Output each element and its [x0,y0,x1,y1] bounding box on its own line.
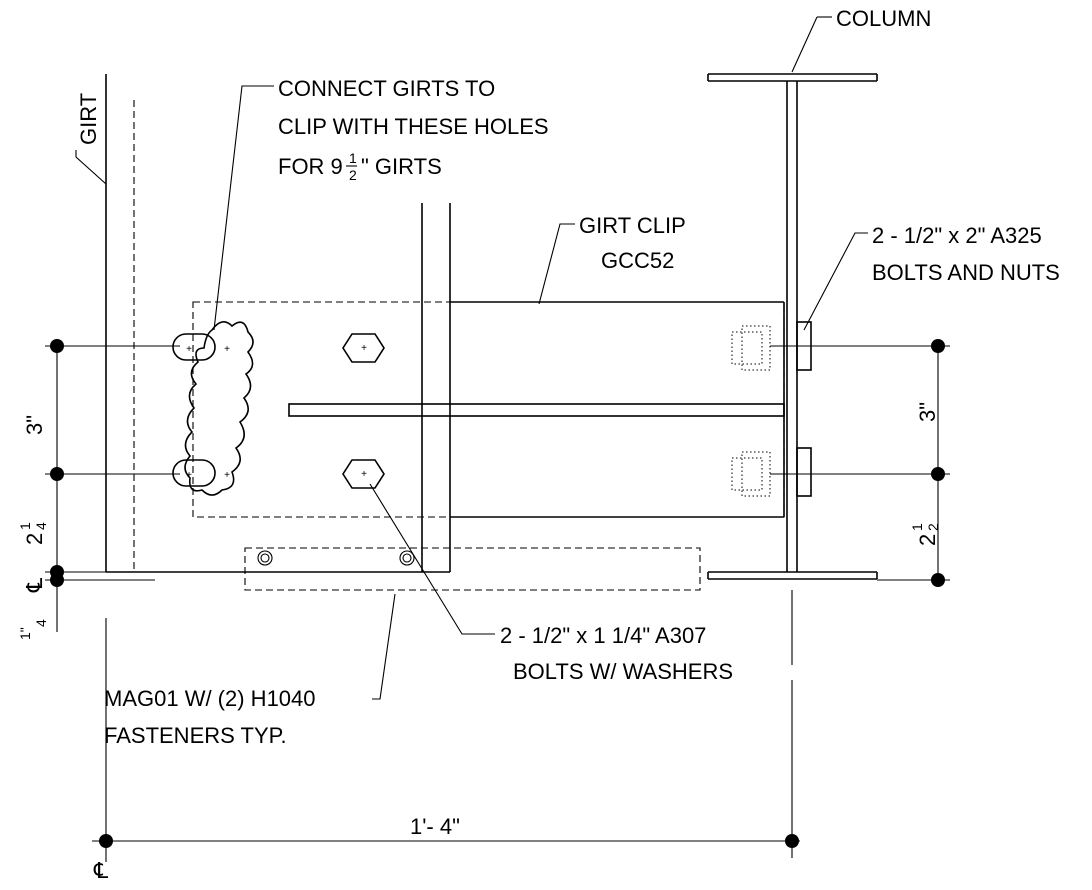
leader-lines [75,16,868,700]
connect-note-line2: CLIP WITH THESE HOLES [278,114,549,139]
mag01-note-line2: FASTENERS TYP. [104,723,287,748]
column-label: COLUMN [836,6,931,31]
svg-text:+: + [224,344,230,355]
girt-frac-den: 2 [349,167,357,183]
left-cl-symbol: ℄ [22,577,47,593]
left-bottom-dim-den: 4 [33,619,49,627]
connect-note-line3-prefix: FOR 9 [278,154,343,179]
left-lower-dim-den: 4 [33,522,49,530]
right-lower-dim-whole: 2 [915,534,940,546]
left-lower-dim-whole: 2 [22,533,47,545]
a307-note-line1: 2 - 1/2" x 1 1/4" A307 [500,623,706,648]
svg-text:+: + [224,470,230,481]
girt-clip [192,301,785,518]
svg-text:+: + [186,344,192,355]
a307-note-line2: BOLTS W/ WASHERS [513,659,733,684]
girt-label: GIRT [76,93,101,145]
a325-bolts [731,321,812,497]
girt-frac-num: 1 [349,150,357,166]
column-section [707,73,878,858]
bottom-cl-symbol: ℄ [93,858,109,883]
left-lower-dim-num: 1 [17,522,33,530]
overall-dim: 1'- 4" [410,814,460,839]
dimension-lines [45,339,950,848]
right-spacing-dim: 3" [915,402,940,422]
girt-clip-label-line2: GCC52 [601,248,674,273]
mag01-strip [244,547,701,591]
girt-section [105,74,451,862]
right-lower-dim-num: 1 [909,523,925,531]
svg-text:+: + [186,470,192,481]
svg-text:+: + [361,469,367,480]
slotted-holes: + + + + [172,333,230,487]
revision-cloud [184,321,254,496]
svg-text:+: + [361,343,367,354]
left-spacing-dim: 3" [22,415,47,435]
a325-note-line1: 2 - 1/2" x 2" A325 [872,223,1042,248]
connect-note-line3-suffix: " GIRTS [361,154,442,179]
right-lower-dim-den: 2 [925,523,941,531]
a307-bolts: + + [342,333,385,489]
connect-note-line1: CONNECT GIRTS TO [278,76,495,101]
mag01-note-line1: MAG01 W/ (2) H1040 [104,686,316,711]
a325-note-line2: BOLTS AND NUTS [872,260,1060,285]
left-bottom-dim-num: 1" [17,627,33,640]
girt-clip-label-line1: GIRT CLIP [579,213,686,238]
